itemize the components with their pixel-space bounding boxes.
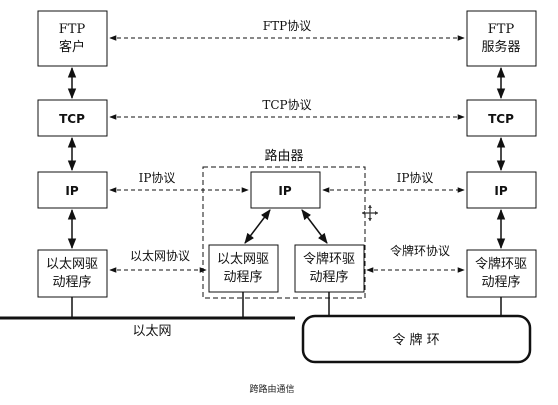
eth-driver-left-line1: 以太网驱 xyxy=(46,257,98,272)
token-driver-right-line2: 动程序 xyxy=(481,275,520,290)
move-cursor-icon xyxy=(362,205,378,221)
ftp-client-line1: FTP xyxy=(59,22,86,37)
token-driver-router-line2: 动程序 xyxy=(309,270,348,285)
token-driver-router-box xyxy=(294,244,365,293)
router-enclosure xyxy=(202,166,366,299)
ip-left-label: IP xyxy=(65,184,78,198)
ftp-client-line2: 客户 xyxy=(59,39,85,55)
ip-router-label: IP xyxy=(278,184,291,198)
ip-protocol-right-label: IP协议 xyxy=(397,170,434,185)
ip-protocol-left-label: IP协议 xyxy=(139,170,176,185)
eth-driver-left-line2: 动程序 xyxy=(52,275,91,290)
router-label: 路由器 xyxy=(264,148,303,164)
eth-driver-router-line2: 动程序 xyxy=(223,270,262,285)
ftp-client-box xyxy=(37,10,108,67)
ip-left-box xyxy=(37,171,108,209)
ip-router-box xyxy=(250,171,321,209)
tcp-right-box xyxy=(466,99,537,137)
ftp-protocol-label: FTP协议 xyxy=(263,18,311,33)
ftp-server-box xyxy=(466,10,537,67)
arrow-ip-eth-router xyxy=(244,209,271,244)
ethernet-protocol-label: 以太网协议 xyxy=(130,248,190,263)
ftp-server-line2: 服务器 xyxy=(481,39,520,55)
eth-driver-router-box xyxy=(208,244,279,293)
ip-right-box xyxy=(466,171,537,209)
token-protocol-label: 令牌环协议 xyxy=(390,243,450,258)
tcp-left-label: TCP xyxy=(59,112,85,126)
ftp-server-line1: FTP xyxy=(488,22,515,37)
arrow-ip-token-router xyxy=(301,209,328,244)
eth-driver-router-line1: 以太网驱 xyxy=(217,252,269,267)
tcp-right-label: TCP xyxy=(488,112,514,126)
token-ring-network-label: 令 牌 环 xyxy=(392,332,439,348)
ethernet-network-label: 以太网 xyxy=(132,324,171,339)
token-driver-right-line1: 令牌环驱 xyxy=(475,256,527,272)
figure-caption: 跨路由通信 xyxy=(249,383,294,395)
tcp-left-box xyxy=(37,99,108,137)
tcp-protocol-label: TCP协议 xyxy=(262,97,311,112)
token-ring-network xyxy=(301,314,532,364)
token-driver-right-box xyxy=(466,249,537,298)
ip-right-label: IP xyxy=(494,184,507,198)
token-driver-router-line1: 令牌环驱 xyxy=(303,251,355,267)
